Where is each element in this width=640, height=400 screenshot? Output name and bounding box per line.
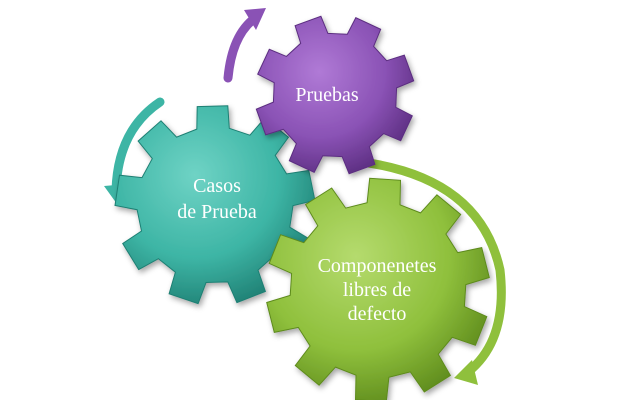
gear-casos: Casos de Prueba [114, 105, 316, 305]
arrow-green-head [454, 360, 478, 385]
gear-componentes: Componenetes libres de defecto [266, 177, 490, 400]
arrow-purple [223, 8, 266, 83]
gear-casos-label-2: de Prueba [177, 201, 257, 223]
gear-casos-label-1: Casos [193, 175, 241, 197]
gear-pruebas-label: Pruebas [295, 84, 359, 106]
arrow-purple-head [244, 8, 266, 30]
gear-componentes-label-2: libres de [343, 279, 411, 301]
gear-componentes-label-3: defecto [348, 303, 407, 325]
gear-pruebas: Pruebas [255, 15, 415, 175]
arrow-green [357, 157, 506, 385]
gear-componentes-label-1: Componenetes [318, 255, 437, 277]
